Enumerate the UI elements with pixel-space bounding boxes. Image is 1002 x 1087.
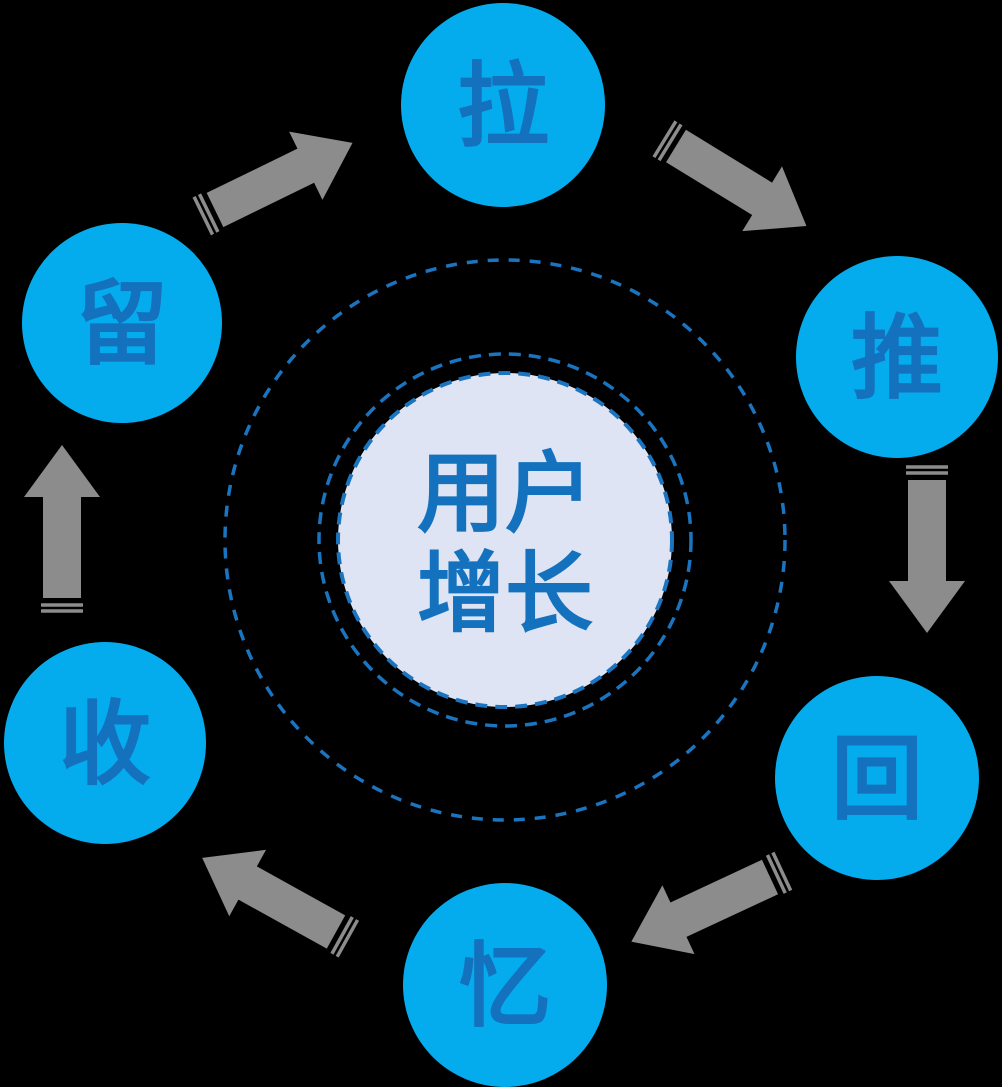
arrow-liu-to-la (184, 107, 371, 252)
node-label: 留 (76, 271, 168, 378)
node-label: 收 (59, 691, 151, 798)
node-yi: 忆 (403, 883, 607, 1087)
arrow-la-to-tui (643, 105, 829, 261)
middle-dashed-ring (317, 352, 693, 728)
node-label: 拉 (457, 53, 549, 160)
outer-dashed-ring (223, 258, 787, 822)
node-circle (4, 642, 206, 844)
arrow-yi-to-shou (182, 822, 368, 974)
center-circle (336, 371, 674, 709)
center-hub: 用户 增长 (336, 371, 674, 709)
node-circle (796, 256, 998, 458)
node-circle (775, 676, 979, 880)
node-circle (22, 223, 222, 423)
node-shou: 收 (4, 642, 206, 844)
arrow-shou-to-liu (22, 443, 102, 613)
center-label-line2: 增长 (417, 542, 593, 645)
arrow-tui-to-hui (887, 465, 967, 635)
node-label: 推 (851, 305, 943, 412)
node-tui: 推 (796, 256, 998, 458)
node-circle (403, 883, 607, 1087)
node-label: 回 (831, 726, 923, 833)
node-hui: 回 (775, 676, 979, 880)
node-label: 忆 (459, 933, 551, 1040)
center-label-line1: 用户 (417, 442, 593, 545)
node-la: 拉 (401, 3, 605, 207)
node-circle (401, 3, 605, 207)
node-liu: 留 (22, 223, 222, 423)
arrow-hui-to-yi (613, 835, 800, 978)
